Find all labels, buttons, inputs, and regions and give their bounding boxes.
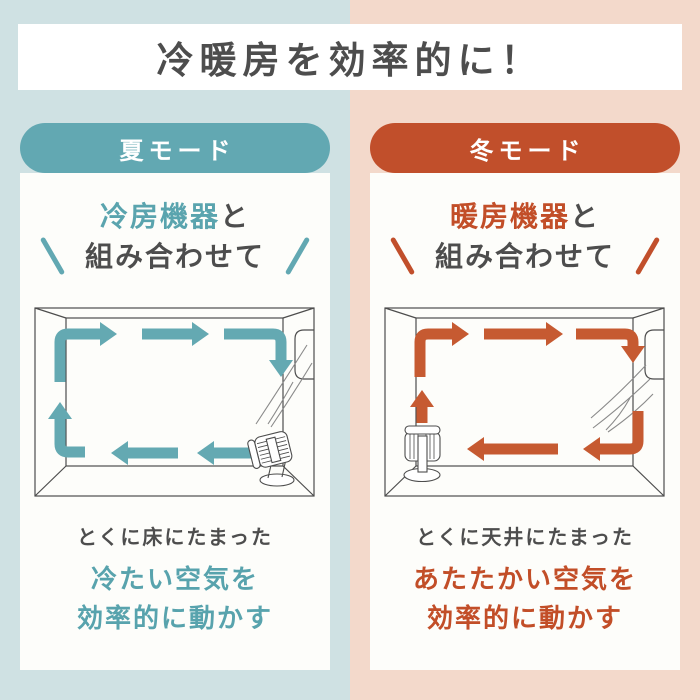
- winter-emphasis-line2: 効率的に動かす: [426, 604, 623, 634]
- summer-emphasis-line2: 効率的に動かす: [76, 604, 273, 634]
- summer-card: 冷房機器と 組み合わせて: [20, 173, 330, 670]
- airflow-arrows: [48, 322, 293, 465]
- summer-mode-label: 夏モード: [119, 136, 236, 165]
- winter-headline-accent: 暖房機器: [449, 200, 570, 233]
- summer-emphasis: 冷たい空気を 効率的に動かす: [20, 561, 330, 639]
- winter-mode-label: 冬モード: [469, 136, 586, 165]
- winter-headline-line2: 組み合わせて: [434, 240, 615, 273]
- circulator-fan-icon: [403, 425, 441, 483]
- summer-headline-line2: 組み合わせて: [84, 240, 265, 273]
- winter-emphasis-line1: あたたかい空気を: [412, 565, 637, 595]
- door-icon: [294, 329, 314, 380]
- summer-room-diagram: [34, 307, 315, 497]
- wind-lines-icon: [255, 344, 313, 428]
- winter-panel: 冬モード 暖房機器と 組み合わせて: [370, 123, 680, 670]
- winter-headline-particle: と: [570, 200, 601, 233]
- page-title: 冷暖房を効率的に！: [156, 39, 544, 82]
- wind-lines-icon: [590, 364, 654, 433]
- winter-emphasis: あたたかい空気を 効率的に動かす: [370, 561, 680, 639]
- airflow-arrows: [410, 322, 645, 461]
- summer-headline-accent: 冷房機器: [99, 200, 220, 233]
- summer-note: とくに床にたまった: [77, 525, 273, 549]
- winter-note: とくに天井にたまった: [416, 525, 634, 549]
- room-outline: [384, 307, 665, 497]
- winter-mode-badge: 冬モード: [370, 123, 680, 173]
- summer-emphasis-line1: 冷たい空気を: [90, 565, 259, 595]
- winter-room-diagram: [384, 307, 665, 497]
- winter-card: 暖房機器と 組み合わせて: [370, 173, 680, 670]
- door-icon: [644, 329, 664, 380]
- summer-mode-badge: 夏モード: [20, 123, 330, 173]
- summer-headline-particle: と: [220, 200, 251, 233]
- circulator-fan-icon: [247, 431, 295, 487]
- summer-headline: 冷房機器と 組み合わせて: [20, 197, 330, 277]
- summer-panel: 夏モード 冷房機器と 組み合わせて: [20, 123, 330, 670]
- winter-headline: 暖房機器と 組み合わせて: [370, 197, 680, 277]
- room-outline: [34, 307, 315, 497]
- title-banner: 冷暖房を効率的に！: [18, 24, 682, 90]
